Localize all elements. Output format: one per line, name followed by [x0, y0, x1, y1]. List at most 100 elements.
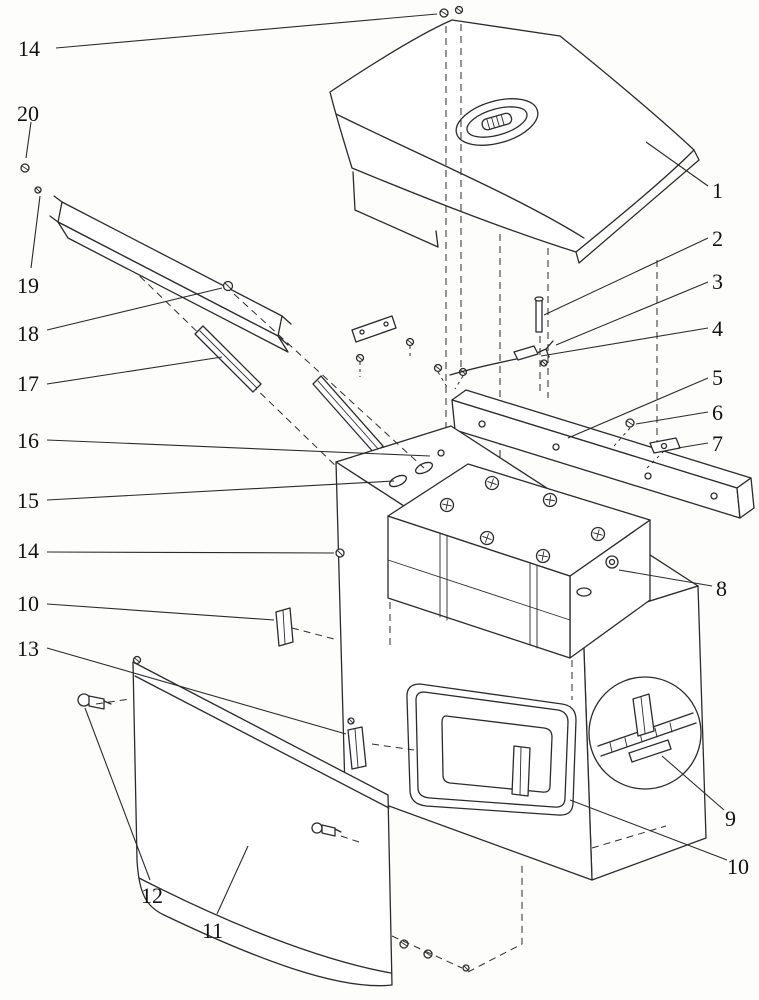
leader-line-10-right [569, 799, 728, 861]
dashed-guide [467, 864, 523, 973]
screw-icon [405, 337, 415, 347]
link-wire-tail [545, 348, 550, 358]
rim-slot-oval [414, 461, 434, 475]
detail-clip [632, 693, 655, 737]
flange-hole [478, 420, 486, 428]
leader-line-20 [25, 121, 32, 159]
front-panel-bottom-fold [138, 877, 392, 974]
opening-back-wall [441, 715, 553, 793]
handle-grip-hatch [486, 115, 505, 130]
dashed-screw-stem [437, 371, 448, 388]
callout-labels: 14 20 19 18 17 16 15 14 10 13 12 11 1 2 … [17, 36, 749, 943]
callout-label-17: 17 [17, 371, 39, 396]
small-bracket-hole [660, 442, 668, 450]
panel-clip [347, 726, 367, 770]
battery-terminal [605, 555, 619, 569]
callout-label-7: 7 [712, 431, 723, 456]
battery-unit [387, 463, 651, 659]
rim-hole [437, 449, 445, 457]
leader-line-5 [567, 377, 709, 439]
cover-screw-icon [454, 5, 464, 15]
mounting-bracket [351, 315, 397, 343]
phillips-screw-icon [439, 497, 455, 513]
dashed-guide [391, 935, 463, 969]
leader-line-19 [30, 195, 41, 269]
callout-label-15: 15 [17, 488, 39, 513]
battery-strap [529, 562, 538, 649]
leader-line-8 [618, 569, 713, 587]
rail-lower-flange [57, 221, 289, 353]
rail-screw-icon [222, 280, 234, 292]
dashed-guides-front [95, 293, 667, 973]
phillips-screw-icon [542, 492, 558, 508]
slide-rod-line [199, 330, 258, 389]
detail-foot [628, 739, 672, 763]
leader-line-16 [46, 439, 431, 457]
leader-line-10-left [46, 603, 275, 621]
callout-label-6: 6 [712, 400, 723, 425]
leader-lines [25, 13, 728, 915]
slide-rod-line [317, 380, 380, 451]
front-panel-sheet [132, 661, 393, 987]
battery-top-face [387, 463, 651, 577]
hinge-pin [535, 299, 543, 333]
detail-balloon [588, 676, 702, 790]
knob-shaft [88, 695, 105, 710]
screw-icon [34, 186, 42, 194]
knob-head [77, 693, 91, 707]
panel-knob [311, 822, 342, 837]
screw-icon [540, 359, 548, 367]
clamp-bracket [513, 345, 539, 361]
leader-line-12 [84, 707, 151, 881]
panel-corner-screw-icon [132, 655, 142, 665]
phillips-screw-icon [590, 526, 606, 542]
callout-label-20: 20 [17, 101, 39, 126]
callout-label-16: 16 [17, 428, 39, 453]
dashed-guide [87, 225, 343, 473]
leader-line-14-top [55, 13, 438, 49]
handle-inner-oval [466, 106, 528, 138]
retainer-clip-right [511, 745, 531, 797]
side-rail [20, 163, 292, 353]
rail-right-end [277, 315, 292, 346]
flange-end-cap [736, 477, 755, 519]
callout-label-19: 19 [17, 273, 39, 298]
callout-label-8: 8 [716, 576, 727, 601]
callout-label-3: 3 [712, 269, 723, 294]
leader-line-14-side [46, 551, 335, 554]
leader-line-11 [216, 845, 249, 915]
callout-label-9: 9 [725, 806, 736, 831]
leader-line-7 [677, 442, 709, 449]
screw-icon [347, 717, 355, 725]
cover-front-flap [352, 171, 439, 248]
detail-clip-slot [640, 696, 646, 734]
leader-line-15 [46, 480, 395, 501]
dashed-guide [233, 293, 425, 469]
callout-label-10-right: 10 [727, 854, 749, 879]
cover-front-flap-edge [435, 230, 439, 248]
screw-icon [625, 418, 635, 428]
rim-details [275, 449, 445, 647]
screw-icon [355, 353, 365, 363]
callout-label-11: 11 [202, 918, 223, 943]
rim-slot-oval [388, 474, 408, 488]
callout-label-12: 12 [141, 883, 163, 908]
panel-knob [77, 693, 112, 710]
handle-grip-slot [481, 112, 513, 131]
callout-label-10-left: 10 [17, 591, 39, 616]
callout-label-5: 5 [712, 365, 723, 390]
phillips-screw-icon [535, 548, 551, 564]
retainer-clip-left [275, 607, 294, 647]
cover-edge-thickness [575, 149, 700, 264]
rail-upper-strip [57, 201, 283, 337]
slide-rods [194, 325, 384, 455]
screw-icon [433, 363, 443, 373]
leader-line-2 [543, 237, 709, 316]
screw-icon [462, 964, 470, 972]
callout-label-1: 1 [712, 178, 723, 203]
dashed-guides-behind [87, 24, 658, 473]
flange-hole [552, 443, 560, 451]
top-cover [329, 5, 700, 264]
